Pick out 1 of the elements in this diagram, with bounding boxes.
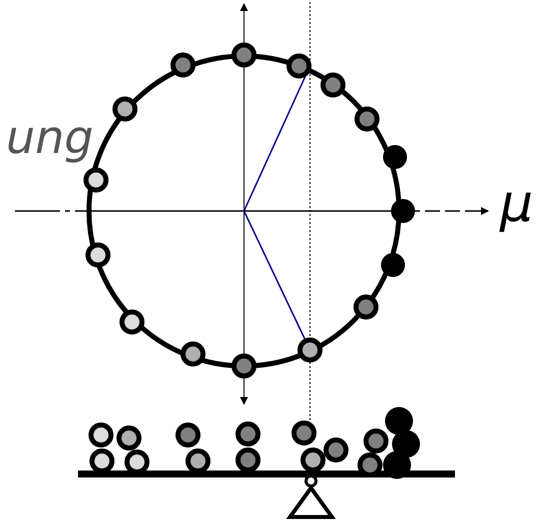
- axis-symbol: μ: [500, 178, 534, 230]
